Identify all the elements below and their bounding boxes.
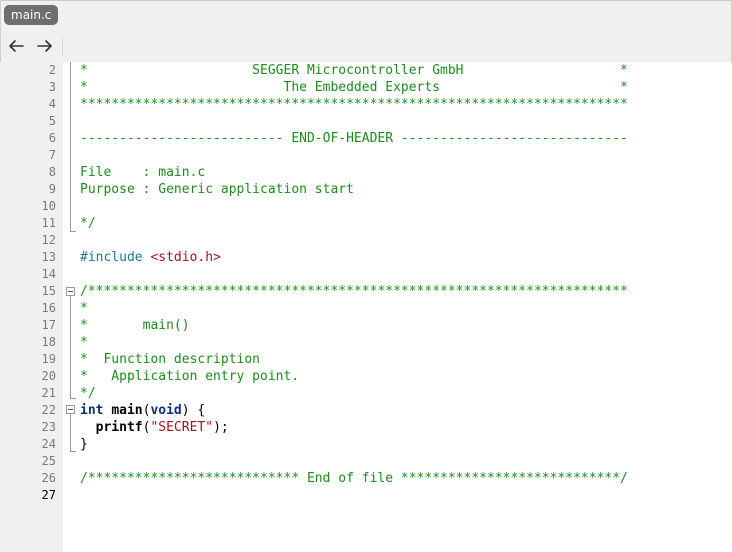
fold-end-function-comment	[70, 398, 76, 399]
code-token: #include	[80, 250, 151, 265]
code-editor-area[interactable]	[63, 62, 732, 552]
code-token: <stdio.h>	[150, 250, 221, 265]
code-line[interactable]: * The Embedded Experts *	[80, 79, 628, 96]
line-number: 27	[41, 488, 56, 502]
line-number: 25	[41, 454, 56, 468]
code-token: printf	[95, 420, 143, 435]
code-line[interactable]: * Function description	[80, 351, 260, 368]
fold-end-main-body	[70, 451, 76, 452]
code-token: int	[80, 403, 104, 418]
line-number: 5	[48, 114, 56, 128]
code-line[interactable]: File : main.c	[80, 164, 205, 181]
code-line[interactable]: /***************************************…	[80, 283, 628, 300]
code-token: (	[142, 403, 151, 418]
line-number: 3	[48, 80, 56, 94]
code-token: * Application entry point.	[80, 369, 300, 384]
line-number: 15	[41, 284, 56, 298]
code-line[interactable]: Purpose : Generic application start	[80, 181, 354, 198]
line-number: 23	[41, 420, 56, 434]
fold-guide-function-comment	[70, 296, 71, 398]
line-number: 11	[41, 216, 56, 230]
line-number: 13	[41, 250, 56, 264]
code-token: ) {	[181, 403, 206, 418]
line-number: 17	[41, 318, 56, 332]
line-number: 2	[48, 63, 56, 77]
line-number: 14	[41, 267, 56, 281]
toolbar-separator	[62, 37, 63, 55]
code-token: }	[80, 437, 88, 452]
fold-guide-main-body	[70, 414, 71, 451]
code-token: *	[80, 335, 88, 350]
code-line[interactable]: }	[80, 436, 88, 453]
code-token: Purpose : Generic application start	[80, 182, 354, 197]
code-line[interactable]: *	[80, 300, 88, 317]
forward-button[interactable]	[33, 33, 57, 59]
code-line[interactable]: -------------------------- END-OF-HEADER…	[80, 130, 628, 147]
code-token: */	[80, 386, 96, 401]
code-line[interactable]: * SEGGER Microcontroller GmbH *	[80, 62, 628, 79]
code-line[interactable]: *	[80, 334, 88, 351]
fold-toggle-line-15[interactable]	[66, 287, 75, 296]
code-line[interactable]: */	[80, 215, 96, 232]
code-token: "SECRET"	[150, 420, 214, 435]
line-number: 22	[41, 403, 56, 417]
navigation-toolbar	[0, 33, 732, 61]
code-line[interactable]: ****************************************…	[80, 96, 628, 113]
line-number: 20	[41, 369, 56, 383]
code-token: /***************************************…	[80, 284, 628, 299]
line-number: 18	[41, 335, 56, 349]
line-number: 4	[48, 97, 56, 111]
window-top-border	[0, 0, 732, 1]
fold-end-header-comment	[70, 231, 76, 232]
line-number: 9	[48, 182, 56, 196]
code-token: );	[213, 420, 229, 435]
line-number: 6	[48, 131, 56, 145]
code-token	[80, 420, 96, 435]
line-number-gutter	[0, 62, 63, 552]
code-token: * The Embedded Experts *	[80, 80, 628, 95]
code-token: * Function description	[80, 352, 261, 367]
line-number: 19	[41, 352, 56, 366]
code-line[interactable]: /*************************** End of file…	[80, 470, 628, 487]
file-tab-main-c[interactable]: main.c	[4, 5, 59, 25]
line-number: 24	[41, 437, 56, 451]
code-token: (	[142, 420, 151, 435]
line-number: 7	[48, 148, 56, 162]
arrow-right-icon	[37, 40, 52, 52]
code-token: void	[150, 403, 182, 418]
line-number: 12	[41, 233, 56, 247]
fold-toggle-line-22[interactable]	[66, 405, 75, 414]
line-number: 10	[41, 199, 56, 213]
line-number: 16	[41, 301, 56, 315]
line-number: 8	[48, 165, 56, 179]
code-token: ****************************************…	[80, 97, 628, 112]
line-number: 21	[41, 386, 56, 400]
code-token: *	[80, 301, 88, 316]
code-line[interactable]: int main(void) {	[80, 402, 205, 419]
code-token: main	[111, 403, 143, 418]
code-token: * SEGGER Microcontroller GmbH *	[80, 63, 628, 78]
arrow-left-icon	[9, 40, 24, 52]
line-number: 26	[41, 471, 56, 485]
code-line[interactable]: #include <stdio.h>	[80, 249, 221, 266]
code-token: File : main.c	[80, 165, 206, 180]
back-button[interactable]	[4, 33, 28, 59]
code-token: -------------------------- END-OF-HEADER…	[80, 131, 628, 146]
code-line[interactable]: printf("SECRET");	[80, 419, 229, 436]
code-line[interactable]: * main()	[80, 317, 190, 334]
code-line[interactable]: * Application entry point.	[80, 368, 299, 385]
fold-guide-header-comment	[70, 62, 71, 231]
code-token: /*************************** End of file…	[80, 471, 628, 486]
code-line[interactable]: */	[80, 385, 96, 402]
code-token: */	[80, 216, 96, 231]
code-token: * main()	[80, 318, 190, 333]
